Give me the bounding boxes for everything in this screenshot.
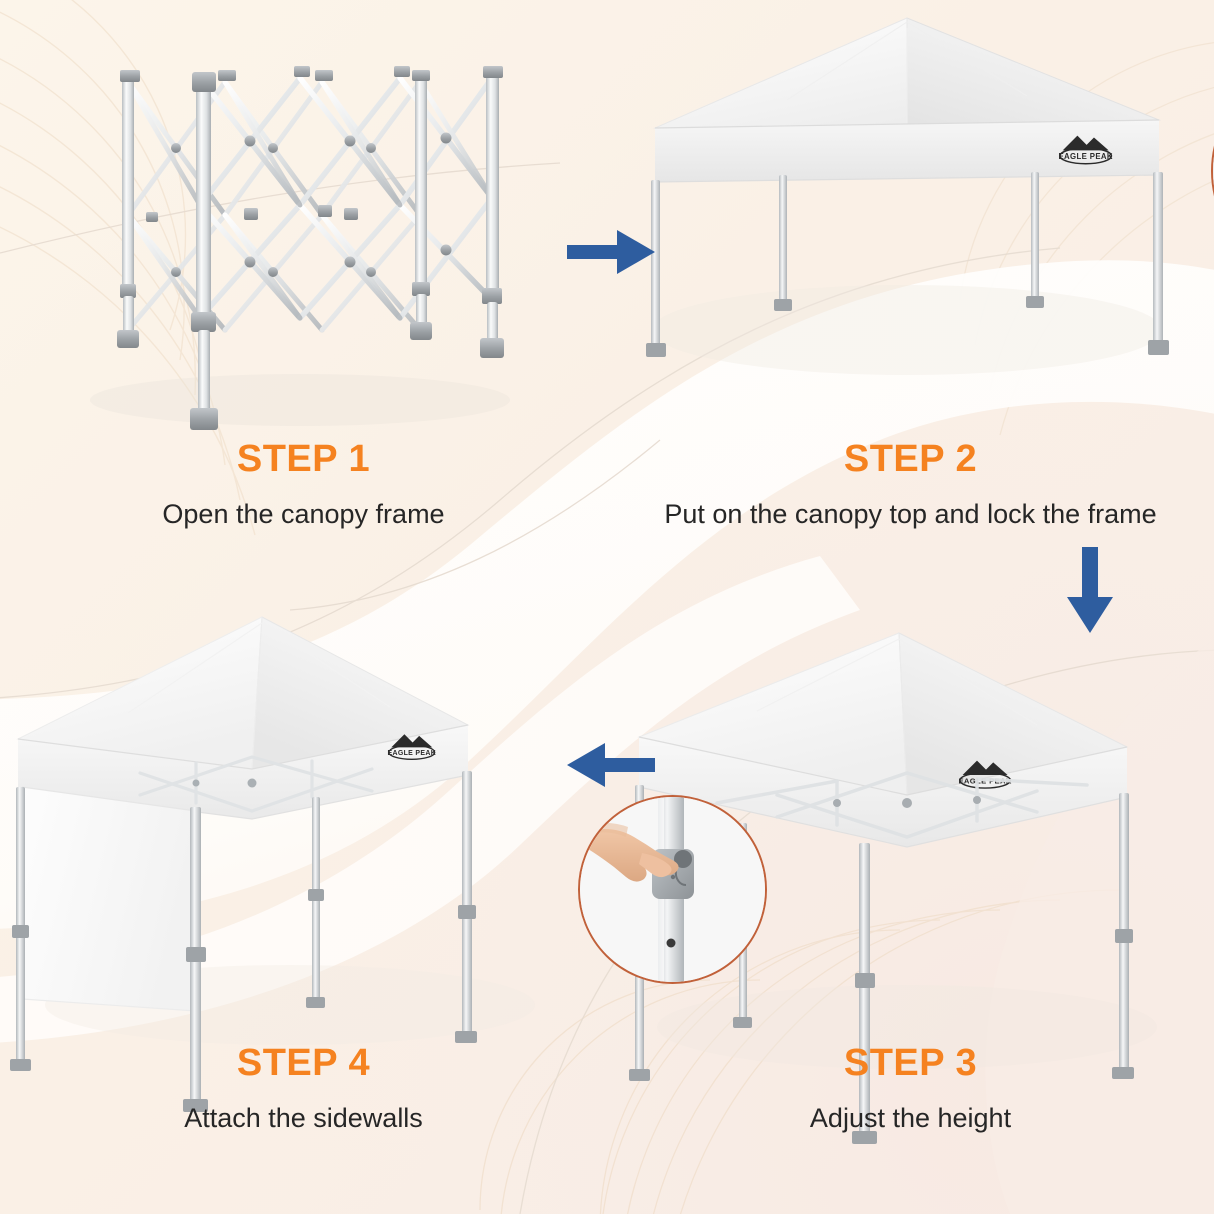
leg-height-button-callout [578,795,767,984]
step-2-panel: EAGLE PEAK [607,0,1214,607]
canopy-with-sidewall-icon: EAGLE PEAK [10,616,535,1112]
arrow-step2-to-step3 [1060,545,1120,635]
step-1-panel: STEP 1 Open the canopy frame [0,0,607,607]
brand-logo: EAGLE PEAK [1058,135,1113,165]
svg-text:EAGLE PEAK: EAGLE PEAK [387,750,436,757]
arrow-step3-to-step4 [565,735,657,795]
arrow-left-icon [567,743,655,787]
canopy-full-icon: EAGLE PEAK [629,632,1157,1144]
step-4-panel: EAGLE PEAK [0,607,607,1214]
step-2-illustration: EAGLE PEAK [607,0,1214,607]
canopy-frame-icon [90,66,510,430]
brand-logo: EAGLE PEAK [387,734,436,760]
arrow-right-icon [567,230,655,274]
step-4-illustration: EAGLE PEAK [0,607,607,1214]
canopy-with-top-icon: EAGLE PEAK [646,17,1169,375]
step-1-illustration [0,0,607,607]
step-3-panel: EAGLE PEAK [578,607,1214,1214]
svg-text:EAGLE PEAK: EAGLE PEAK [1058,152,1112,161]
arrow-step1-to-step2 [565,222,657,282]
arrow-down-icon [1067,547,1113,633]
step-3-illustration: EAGLE PEAK [607,607,1214,1214]
sidewall-panel [21,786,197,1012]
hand-pressing-button-icon [580,797,765,982]
